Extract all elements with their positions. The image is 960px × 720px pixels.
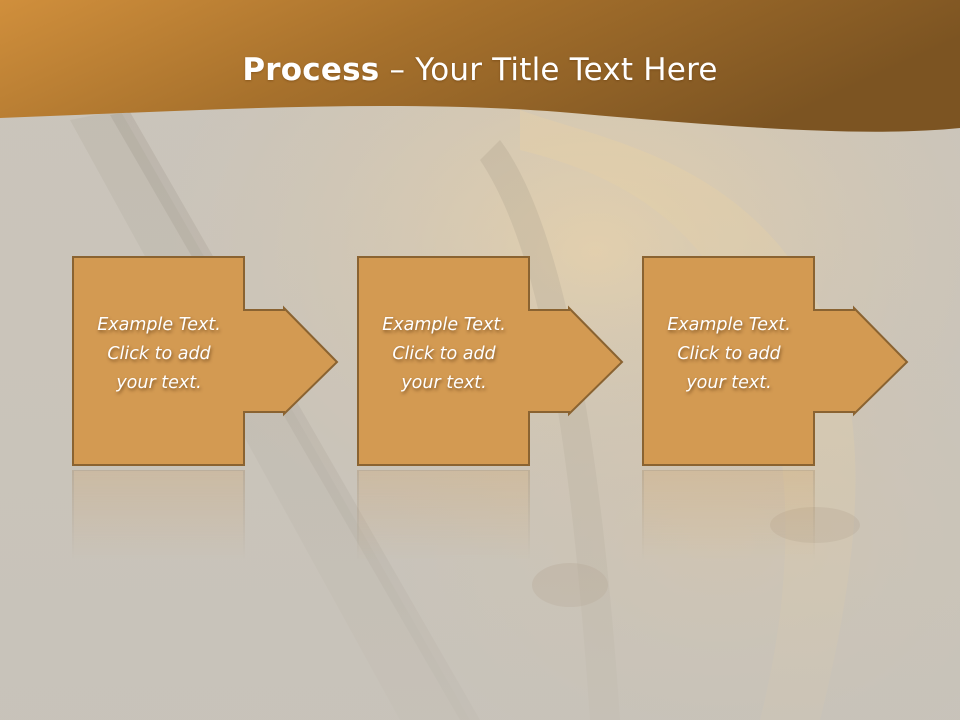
arrow-box-shape [72, 256, 339, 466]
step-text-line: your text. [116, 373, 202, 393]
title-bold: Process [242, 52, 380, 88]
process-step-3[interactable]: Example Text. Click to add your text. [642, 256, 922, 470]
step-reflection [357, 470, 530, 560]
step-text-line: your text. [686, 373, 772, 393]
step-reflection [72, 470, 245, 560]
step-text[interactable]: Example Text. Click to add your text. [74, 311, 244, 398]
step-text-line: your text. [401, 373, 487, 393]
arrow-box-shape [357, 256, 624, 466]
step-text-line: Click to add [677, 344, 781, 364]
step-text-line: Click to add [392, 344, 496, 364]
step-text[interactable]: Example Text. Click to add your text. [644, 311, 814, 398]
process-step-1[interactable]: Example Text. Click to add your text. [72, 256, 352, 470]
arrow-box-shape [642, 256, 909, 466]
step-text-line: Example Text. [382, 315, 506, 335]
slide-title: Process – Your Title Text Here [0, 52, 960, 88]
step-text-line: Click to add [107, 344, 211, 364]
step-text-line: Example Text. [667, 315, 791, 335]
process-step-2[interactable]: Example Text. Click to add your text. [357, 256, 637, 470]
title-rest: – Your Title Text Here [379, 52, 718, 88]
step-text-line: Example Text. [97, 315, 221, 335]
step-reflection [642, 470, 815, 560]
step-text[interactable]: Example Text. Click to add your text. [359, 311, 529, 398]
